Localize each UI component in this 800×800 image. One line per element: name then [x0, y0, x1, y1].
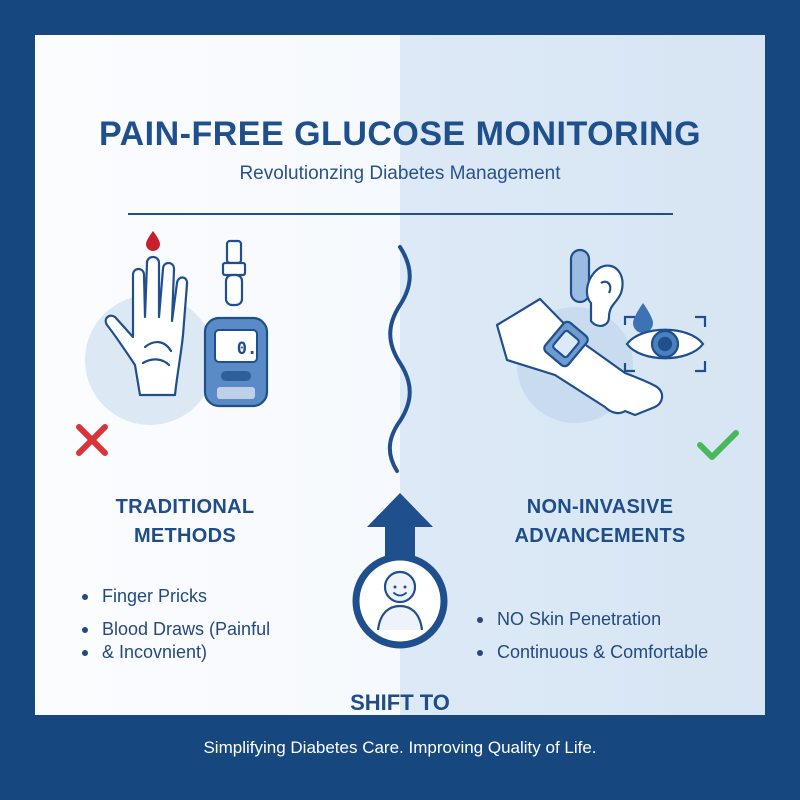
title-divider — [128, 213, 673, 215]
wrist-watch-icon — [495, 297, 664, 417]
check-icon — [697, 430, 739, 460]
list-item: NO Skin Penetration — [475, 608, 765, 631]
list-item: Blood Draws (Painful — [80, 618, 330, 641]
list-item: Finger Pricks — [80, 585, 330, 608]
traditional-illustration: 0. — [85, 231, 269, 425]
footer-tagline: Simplifying Diabetes Care. Improving Qua… — [203, 738, 597, 757]
lancet-icon — [221, 239, 247, 307]
wavy-divider — [387, 245, 412, 473]
page-title: PAIN-FREE GLUCOSE MONITORING — [98, 115, 702, 153]
shift-illustration — [352, 245, 448, 649]
arrow-up-icon — [367, 493, 433, 557]
non-invasive-heading-line1: NON-INVASIVE — [526, 496, 674, 518]
traditional-heading-line1: TRADITIONAL — [115, 496, 255, 518]
meter-display-value: 0. — [237, 339, 257, 359]
cross-icon — [76, 424, 108, 456]
list-item: Continuous & Comfortable — [475, 641, 765, 664]
non-invasive-list: NO Skin Penetration Continuous & Comfort… — [475, 608, 765, 674]
blood-drop-icon — [146, 231, 160, 251]
hand-icon — [104, 255, 189, 397]
sweat-drop-icon — [633, 303, 653, 333]
non-invasive-heading-line2: ADVANCEMENTS — [514, 525, 686, 547]
non-invasive-illustration — [495, 248, 707, 423]
non-invasive-heading: NON-INVASIVE ADVANCEMENTS — [475, 493, 725, 551]
traditional-heading: TRADITIONAL METHODS — [75, 493, 295, 551]
list-item: & Incovnient) — [80, 641, 330, 664]
page-subtitle: Revolutionzing Diabetes Management — [239, 163, 561, 184]
shift-label: SHIFT TO — [350, 690, 450, 715]
content-panel: PAIN-FREE GLUCOSE MONITORING Revolutionz… — [35, 35, 765, 715]
traditional-list: Finger Pricks Blood Draws (Painful & Inc… — [80, 585, 330, 674]
traditional-heading-line2: METHODS — [133, 525, 237, 547]
ear-sensor-icon — [569, 248, 624, 327]
glucometer-icon — [203, 316, 269, 408]
person-icon — [352, 553, 448, 649]
eye-scan-icon — [623, 315, 707, 373]
